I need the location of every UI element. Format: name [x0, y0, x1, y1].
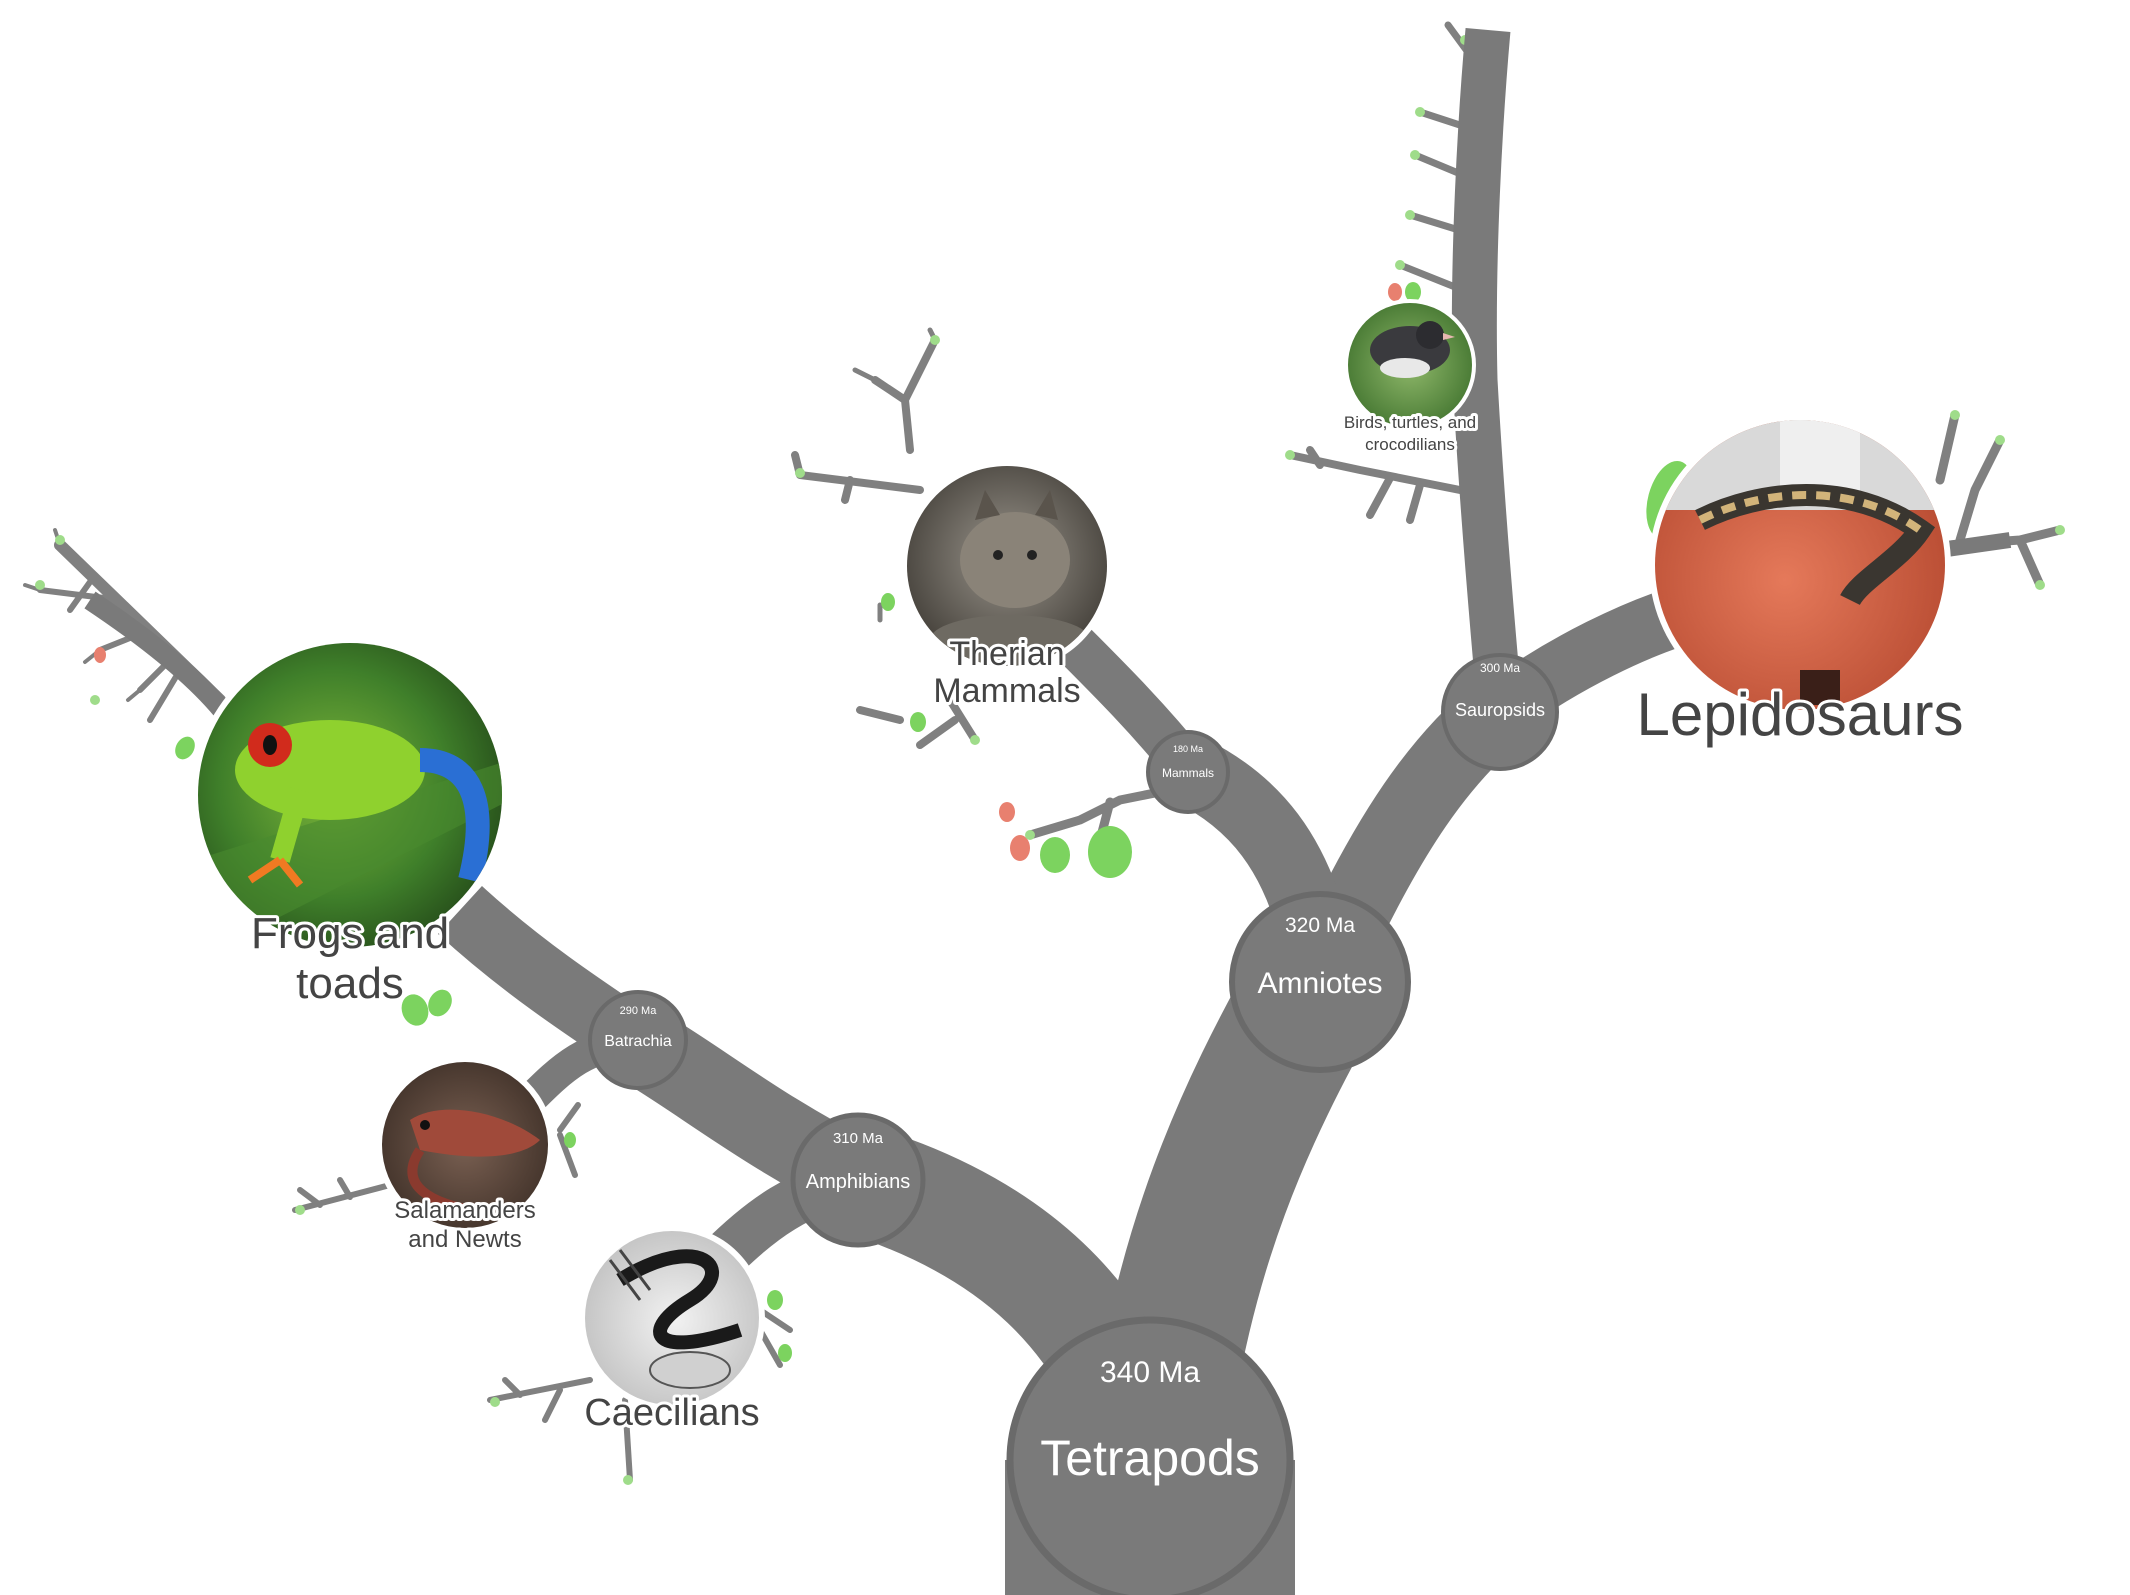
leaf-therian-label-1: Therian — [949, 635, 1064, 673]
node-amniotes-date: 320 Ma — [1285, 914, 1355, 937]
frog-photo-icon — [198, 643, 502, 947]
node-mammals[interactable]: 180 Ma Mammals — [1146, 730, 1230, 814]
leaf-therian-mammals[interactable]: Therian Mammals — [901, 460, 1113, 713]
node-tetrapods-date: 340 Ma — [1100, 1356, 1200, 1389]
leaf-caecilians[interactable]: Caecilians — [579, 1225, 765, 1437]
node-amphibians[interactable]: 310 Ma Amphibians — [790, 1112, 926, 1248]
node-sauropsids-date: 300 Ma — [1480, 661, 1520, 675]
node-tetrapods[interactable]: 340 Ma Tetrapods — [1006, 1316, 1294, 1595]
node-amphibians-circle — [790, 1112, 926, 1248]
node-mammals-circle — [1146, 730, 1230, 814]
leaf-caecilians-label: Caecilians — [584, 1392, 759, 1434]
node-mammals-date: 180 Ma — [1173, 744, 1203, 754]
node-amniotes-circle — [1229, 891, 1411, 1073]
junco-bird-photo-icon — [1348, 303, 1472, 427]
node-amphibians-name: Amphibians — [806, 1171, 911, 1193]
node-sauropsids-circle — [1441, 653, 1559, 771]
node-amniotes[interactable]: 320 Ma Amniotes — [1229, 891, 1411, 1073]
node-batrachia[interactable]: 290 Ma Batrachia — [588, 990, 688, 1090]
node-amniotes-name: Amniotes — [1257, 967, 1382, 1000]
node-mammals-name: Mammals — [1162, 766, 1214, 780]
node-batrachia-circle — [588, 990, 688, 1090]
node-sauropsids-name: Sauropsids — [1455, 700, 1545, 720]
node-amphibians-date: 310 Ma — [833, 1130, 884, 1147]
leaf-salamanders-and-newts[interactable]: Salamanders and Newts — [376, 1056, 554, 1256]
leaf-salamanders-label-2: and Newts — [408, 1226, 521, 1253]
leaf-lepidosaurs-label: Lepidosaurs — [1637, 681, 1964, 748]
leaf-therian-label-2: Mammals — [933, 672, 1080, 710]
bobcat-photo-icon — [907, 466, 1107, 666]
leaf-lepidosaurs[interactable]: Lepidosaurs — [1634, 414, 1966, 751]
leaf-frogs-label-1: Frogs and — [251, 909, 449, 958]
salamander-photo-icon — [382, 1062, 548, 1228]
leaf-birds-label-2: crocodilians — [1365, 435, 1455, 454]
node-sauropsids[interactable]: 300 Ma Sauropsids — [1441, 653, 1559, 771]
node-batrachia-name: Batrachia — [604, 1033, 672, 1050]
node-tetrapods-name: Tetrapods — [1040, 1430, 1260, 1486]
caecilian-engraving-icon — [585, 1231, 759, 1405]
leaf-salamanders-label-1: Salamanders — [394, 1197, 535, 1224]
leaf-frogs-label-2: toads — [296, 959, 404, 1008]
leaf-birds-label-1: Birds, turtles, and — [1344, 413, 1476, 432]
leaf-frogs-and-toads[interactable]: Frogs and toads — [190, 637, 510, 1011]
leaf-birds-turtles-crocodilians[interactable]: Birds, turtles, and crocodilians — [1341, 299, 1479, 457]
node-tetrapods-circle — [1006, 1316, 1294, 1595]
node-batrachia-date: 290 Ma — [620, 1005, 658, 1017]
